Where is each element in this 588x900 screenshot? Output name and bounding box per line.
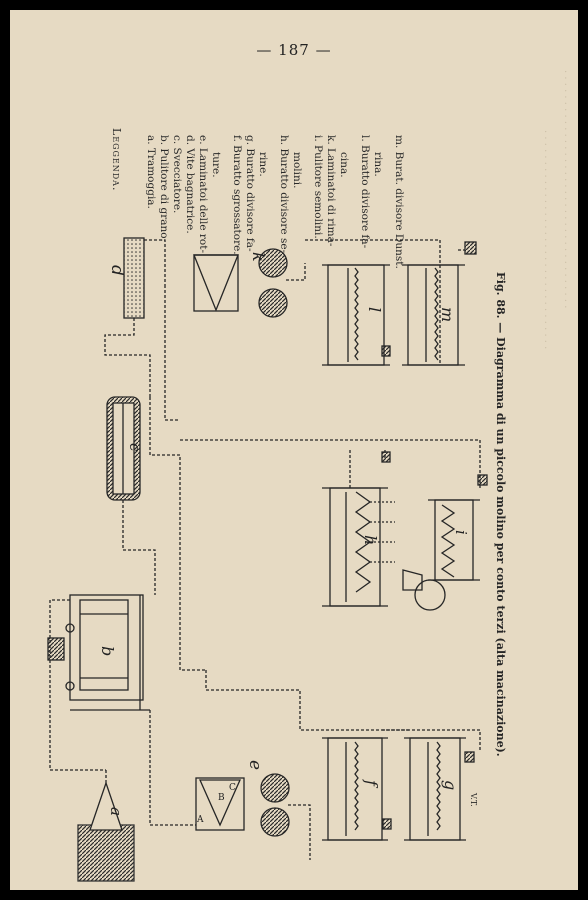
connector-line	[349, 450, 386, 488]
connector-line	[149, 397, 205, 671]
book-page: · · · · · · · · · · · · · · · · · · · · …	[10, 10, 578, 890]
artist-mark: V.T.	[469, 793, 478, 807]
mill-diagram: a b	[47, 237, 488, 882]
machine-letter-m: m	[438, 307, 457, 322]
machine-f-coarse-sifter	[322, 737, 392, 841]
machine-letter-l: l	[365, 307, 384, 312]
machine-letter-d: d	[107, 265, 127, 276]
machine-m-dunst-divider	[402, 241, 477, 366]
machine-b-grain-cleaner	[47, 594, 150, 771]
machine-sublabel-B: B	[218, 793, 225, 803]
machine-letter-e: e	[245, 760, 265, 770]
machine-i-semolina-purifier	[402, 474, 488, 611]
machine-letter-a: a	[107, 807, 125, 816]
machine-letter-k: k	[249, 252, 268, 262]
machine-g-flour-divider	[382, 729, 481, 841]
machine-a-hopper	[77, 770, 135, 882]
machine-letter-b: b	[98, 646, 117, 656]
machine-l-flour-sifter	[305, 239, 441, 366]
machine-letter-f: f	[362, 779, 381, 789]
machine-letter-i: i	[452, 530, 470, 535]
machine-letter-g: g	[441, 780, 460, 790]
connector-line	[180, 439, 481, 488]
page-number: — 187 —	[256, 41, 332, 59]
machine-letter-h: h	[361, 535, 380, 545]
machine-sublabel-A: A	[196, 815, 204, 825]
machine-k-regrinding-rollers	[164, 248, 306, 421]
machine-sublabel-C: C	[229, 783, 236, 793]
machine-h-semolina-divider	[322, 451, 395, 607]
machine-d-wetting-screw	[104, 237, 166, 397]
machine-letter-c: c	[126, 443, 144, 452]
figure-caption: Fig. 88. — Diagramma di un piccolo molin…	[494, 272, 507, 757]
machine-e-break-rollers	[149, 670, 410, 860]
machine-c-svecciatore	[106, 396, 156, 595]
